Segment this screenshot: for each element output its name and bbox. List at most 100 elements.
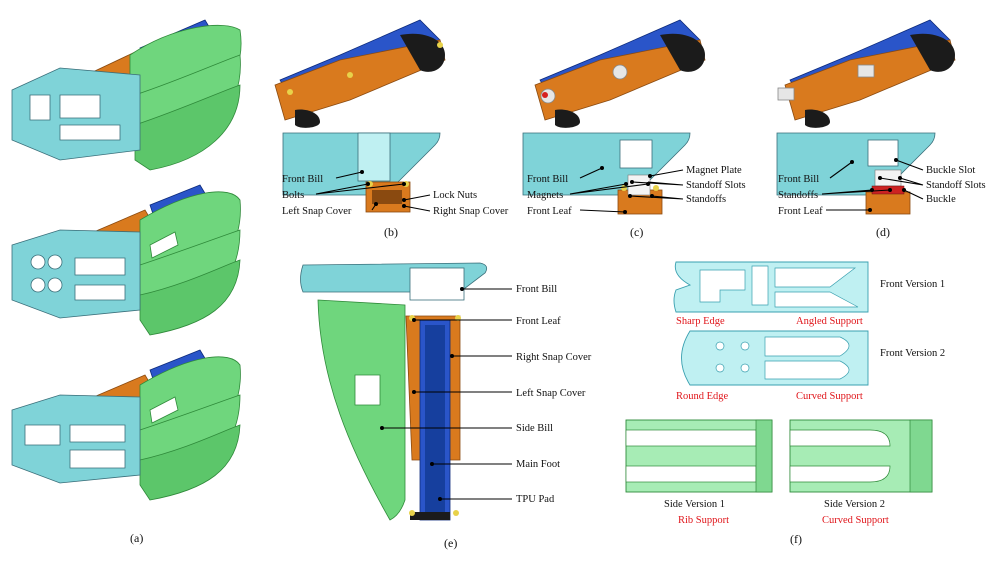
leader-dot [402,198,406,202]
side-view-e-illustration [300,262,488,521]
label-c-standoff-slots: Standoff Slots [686,180,746,191]
label-f-curved-support-front: Curved Support [796,391,863,402]
label-b-lock-nuts: Lock Nuts [433,190,477,201]
label-f-front-version-2: Front Version 2 [880,348,945,359]
leader-d-standoffs [821,189,891,195]
label-f-side-version-2: Side Version 2 [824,499,885,510]
caption-f: (f) [790,532,802,546]
label-e-tpu-pad: TPU Pad [516,494,555,505]
assembly-a3-illustration [11,349,241,501]
label-e-side-bill: Side Bill [516,423,553,434]
leader-dot [650,194,654,198]
assembly-a1-illustration [11,19,242,171]
label-e-left-snap-cover: Left Snap Cover [516,388,586,399]
label-c-magnets: Magnets [527,190,563,201]
leader-dot [878,176,882,180]
label-e-right-snap-cover: Right Snap Cover [516,352,592,363]
leader-d-buckle-slot [895,159,924,171]
label-f-sharp-edge: Sharp Edge [676,316,725,327]
leader-d-standoff-slots [879,177,924,186]
leader-b-bolts [315,183,405,195]
label-b-left-snap-cover: Left Snap Cover [282,206,352,217]
leader-dot [430,462,434,466]
panel-b: Front Bill Bolts Left Snap Cover Lock Nu… [274,19,509,239]
panel-a: (a) [11,19,242,545]
panel-e: Front Bill Front Leaf Right Snap Cover L… [300,262,592,550]
side-version-1-illustration [625,419,773,493]
leader-c-magnets [569,183,649,195]
assembly-b-illustration [274,19,446,128]
leader-dot [624,182,628,186]
caption-b: (b) [384,225,398,239]
leader-dot [623,210,627,214]
caption-c: (c) [630,225,643,239]
panel-f: Front Version 1 Sharp Edge Angled Suppor… [625,261,945,546]
leader-dot [898,176,902,180]
leader-d-front-bill [829,161,853,179]
leader-dot [628,194,632,198]
label-f-angled-support: Angled Support [796,316,863,327]
assembly-d-illustration [777,19,956,128]
label-c-front-bill: Front Bill [527,174,568,185]
leader-dot [450,354,454,358]
assembly-a2-illustration [11,184,241,336]
leader-dot [868,208,872,212]
front-view-c-illustration [522,132,691,215]
leader-dot [360,170,364,174]
front-view-b-illustration [282,132,441,213]
front-version-2-illustration [681,330,869,386]
leader-dot [600,166,604,170]
leader-dot [402,182,406,186]
label-c-standoffs: Standoffs [686,194,726,205]
leader-b-front-bill [335,171,363,179]
leader-c-standoff-slots [631,181,684,186]
leader-dot [888,188,892,192]
label-f-curved-support-side: Curved Support [822,515,889,526]
caption-d: (d) [876,225,890,239]
leader-dot [412,318,416,322]
label-f-side-version-1: Side Version 1 [664,499,725,510]
label-d-front-leaf: Front Leaf [778,206,823,217]
label-e-front-bill: Front Bill [516,284,557,295]
leader-dot [374,202,378,206]
label-d-buckle-slot: Buckle Slot [926,165,975,176]
label-d-standoffs: Standoffs [778,190,818,201]
leader-dot [870,188,874,192]
leader-dot [412,390,416,394]
label-b-bolts: Bolts [282,190,304,201]
leader-dot [850,160,854,164]
leader-b-lock-nuts [403,194,431,201]
caption-a: (a) [130,531,143,545]
leader-d-buckle [903,189,924,200]
leader-c-magnet-plate [649,169,684,177]
leader-dot [894,158,898,162]
leader-dot [630,180,634,184]
label-b-right-snap-cover: Right Snap Cover [433,206,509,217]
label-f-round-edge: Round Edge [676,391,729,402]
front-version-1-illustration [673,261,869,313]
label-c-magnet-plate: Magnet Plate [686,165,742,176]
label-e-main-foot: Main Foot [516,459,560,470]
assembly-c-illustration [534,19,706,128]
front-view-d-illustration [776,132,936,215]
leader-dot [366,182,370,186]
label-b-front-bill: Front Bill [282,174,323,185]
leader-dot [380,426,384,430]
leader-c-front-leaf [579,209,626,213]
label-e-front-leaf: Front Leaf [516,316,561,327]
label-f-rib-support: Rib Support [678,515,729,526]
leader-dot [438,497,442,501]
leader-b-right-snap-cover [403,205,431,212]
leader-c-standoffs [629,195,684,200]
caption-e: (e) [444,536,457,550]
side-version-2-illustration [789,419,933,493]
label-f-front-version-1: Front Version 1 [880,279,945,290]
label-c-front-leaf: Front Leaf [527,206,572,217]
label-d-standoff-slots: Standoff Slots [926,180,986,191]
leader-dot [402,204,406,208]
leader-dot [648,174,652,178]
label-d-front-bill: Front Bill [778,174,819,185]
leader-dot [902,188,906,192]
leader-c-front-bill [579,167,603,179]
